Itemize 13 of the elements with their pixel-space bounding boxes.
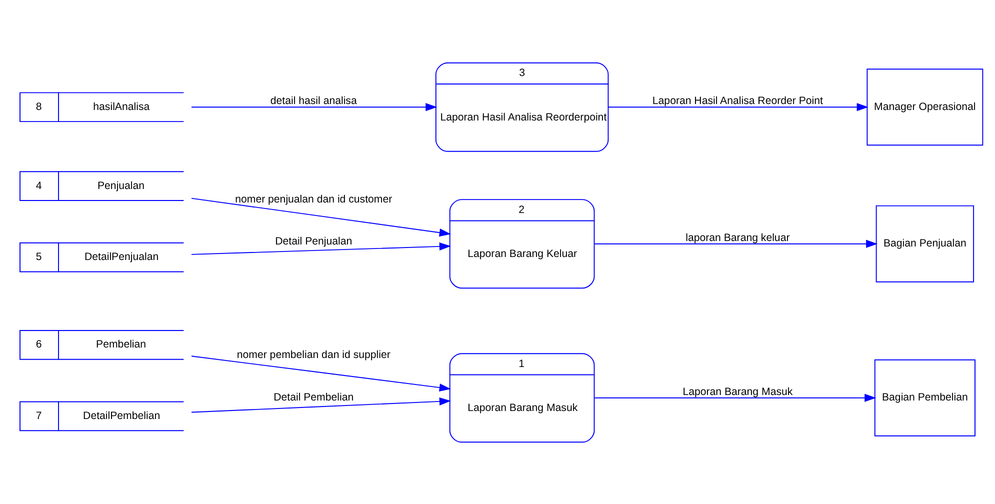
edge-label: Laporan Barang Masuk <box>682 385 793 398</box>
node-text: 6 Pembelian <box>36 338 146 350</box>
edge-label: nomer pembelian dan id supplier <box>236 348 390 361</box>
node-text: 7 DetailPembelian <box>36 409 160 422</box>
edge-label: laporan Barang keluar <box>686 231 790 244</box>
edge-label: nomer penjualan dan id customer <box>235 192 392 205</box>
edge-label: detail hasil analisa <box>270 94 357 107</box>
edge-label: Detail Penjualan <box>275 235 352 248</box>
edge-label: Detail Pembelian <box>274 391 354 404</box>
node-text: 5 DetailPenjualan <box>36 250 159 263</box>
edge-label: Laporan Hasil Analisa Reorder Point <box>652 94 823 107</box>
node-text: 8 hasilAnalisa <box>36 100 150 112</box>
node-text: 4 Penjualan <box>36 179 145 192</box>
